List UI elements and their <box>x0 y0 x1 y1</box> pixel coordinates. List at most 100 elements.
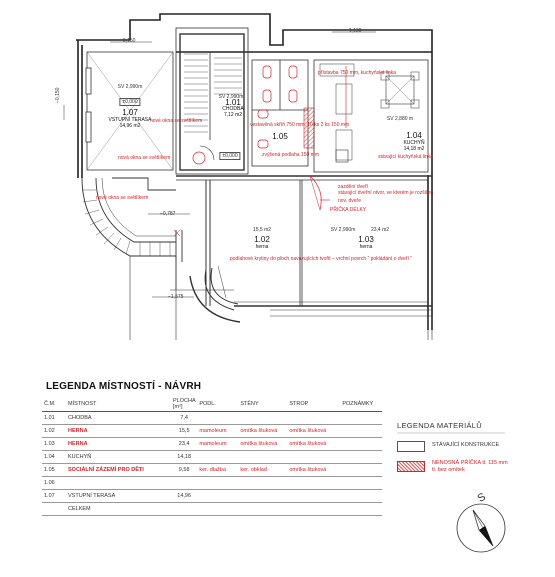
table-cell-walls: ker. obklad <box>238 463 288 477</box>
hall-code: 1.01 <box>225 98 241 107</box>
table-cell-floor: mamoleum <box>197 424 239 438</box>
table-cell-ceiling <box>287 489 341 503</box>
note-window-left-3: nové okna se světlíkem <box>150 118 203 124</box>
header-floor: PODL. <box>197 397 239 412</box>
lower-outline <box>129 256 433 340</box>
table-cell-ceiling: omítka štuková <box>287 424 341 438</box>
table-cell-floor: mamoleum <box>197 437 239 451</box>
table-cell-note <box>340 424 383 438</box>
kitchen-area: 14,18 m2 <box>403 146 425 152</box>
kitchen-room <box>313 59 429 173</box>
hall-level: ±0,000 <box>219 152 241 160</box>
header-area: PLOCHA [m²] <box>171 397 198 412</box>
table-cell-area: 14,18 <box>171 450 198 464</box>
hall-area: 7,12 m2 <box>223 112 243 118</box>
table-cell-note <box>340 502 383 516</box>
level-bottom: −1,575 <box>168 294 184 300</box>
table-cell-code: 1.02 <box>42 424 66 438</box>
note-kitchen: stávající kuchyňská linka <box>378 154 434 160</box>
new-partition-swatch <box>397 461 425 472</box>
table-cell-name: HERNA <box>66 437 171 451</box>
rooms-legend-title: LEGENDA MÍSTNOSTÍ - NÁVRH <box>46 381 202 392</box>
table-cell-floor: ker. dlažba <box>197 463 239 477</box>
table-cell-area: 9,58 <box>171 463 198 477</box>
note-partition: PŘÍČKA DÉLKY <box>330 207 367 213</box>
table-cell-area: 23,4 <box>171 437 198 451</box>
table-cell-code: 1.03 <box>42 437 66 451</box>
terrace-room <box>85 51 174 171</box>
table-cell-area <box>171 476 198 490</box>
level-stair-mid: −0,787 <box>160 211 176 217</box>
table-cell-note <box>340 437 383 451</box>
table-cell-name: KUCHYŇ <box>66 450 171 464</box>
table-cell-area <box>171 502 198 516</box>
note-hall-counter: vestavěná skříň 750 mm, 10 ks 2 ks 150 m… <box>250 122 350 128</box>
play2-area: 23,4 m2 <box>370 227 390 233</box>
table-cell-note <box>340 463 383 477</box>
hall-name: CHODBA <box>222 106 244 112</box>
table-cell-code: 1.04 <box>42 450 66 464</box>
note-door-1: zazdění dveří <box>338 184 369 190</box>
table-cell-walls <box>238 476 288 490</box>
spiral-stair <box>81 177 234 291</box>
north-arrow-icon <box>456 503 506 553</box>
terrace-name: VSTUPNÍ TERASA <box>108 117 152 123</box>
hall-stairs <box>175 27 249 175</box>
note-top-counter: přístavba 750 mm, kuchyňská linka <box>318 70 397 76</box>
table-cell-code: 1.07 <box>42 489 66 503</box>
table-cell-area: 15,5 <box>171 424 198 438</box>
bay-window <box>189 265 241 323</box>
table-row: 1.06 <box>42 476 383 490</box>
table-cell-ceiling: omítka štuková <box>287 437 341 451</box>
header-room: MÍSTNOST <box>66 397 171 412</box>
table-cell-name <box>66 476 171 490</box>
table-cell-name: HERNA <box>66 424 171 438</box>
wc-code: 1.05 <box>272 132 288 141</box>
rooms-legend-table: Č.M. MÍSTNOST PLOCHA [m²] PODL. STĚNY ST… <box>42 397 383 516</box>
level-markers <box>63 31 376 298</box>
table-cell-ceiling <box>287 411 341 425</box>
note-wc: zvýšená podlaha 150 mm <box>262 152 319 158</box>
table-cell-note <box>340 489 383 503</box>
table-cell-code: 1.06 <box>42 476 66 490</box>
table-cell-floor <box>197 476 239 490</box>
play1-area: 15,5 m2 <box>252 227 272 233</box>
level-left: −0,150 <box>55 87 61 103</box>
outer-walls <box>76 13 433 330</box>
table-cell-ceiling: omítka štuková <box>287 463 341 477</box>
table-row: CELKEM <box>42 502 383 516</box>
wc-room <box>251 59 315 167</box>
play1-code: 1.02 <box>254 235 270 244</box>
play-rooms <box>176 175 432 307</box>
header-walls: STĚNY <box>238 397 288 412</box>
level-top-left: −0,150 <box>120 38 136 44</box>
note-window-left-1: nová okna se světlíkem <box>118 155 171 161</box>
terrace-height: SV 2,990m <box>117 84 143 90</box>
new-partition-label-2: tl. bez omítek <box>432 467 465 473</box>
note-window-left-2: nové okna se světlíkem <box>96 195 149 201</box>
table-cell-walls <box>238 489 288 503</box>
table-cell-area: 14,96 <box>171 489 198 503</box>
header-ceiling: STROP <box>287 397 341 412</box>
play2-code: 1.03 <box>358 235 374 244</box>
table-cell-note <box>340 411 383 425</box>
table-cell-floor <box>197 502 239 516</box>
table-cell-ceiling <box>287 502 341 516</box>
table-cell-ceiling <box>287 450 341 464</box>
existing-construction-swatch <box>397 441 425 452</box>
table-cell-walls: omítka štuková <box>238 424 288 438</box>
table-cell-code: 1.05 <box>42 463 66 477</box>
play1-name: herna <box>255 244 269 250</box>
kitchen-height: SV 2,880 m <box>386 116 414 122</box>
table-cell-code <box>42 502 66 516</box>
materials-legend-title: LEGENDA MATERIÁLŮ <box>397 421 482 430</box>
table-cell-note <box>340 476 383 490</box>
header-notes: POZNÁMKY <box>340 397 383 412</box>
terrace-level: ±0,000 <box>119 98 141 106</box>
table-cell-name: SOCIÁLNÍ ZÁZEMÍ PRO DĚTI <box>66 463 171 477</box>
